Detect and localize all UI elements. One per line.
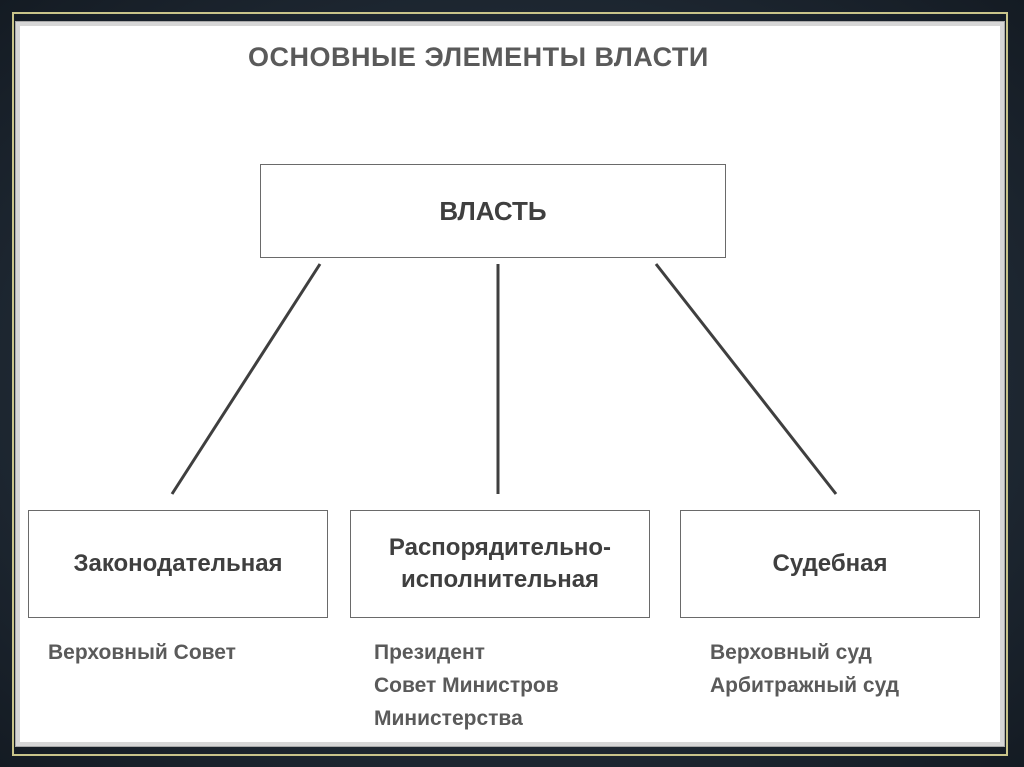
list-item: Совет Министров: [374, 674, 559, 697]
judicial-bodies-list: Верховный суд Арбитражный суд: [710, 636, 899, 702]
executive-bodies-list: Президент Совет Министров Министерства: [374, 636, 559, 735]
list-item: Президент: [374, 641, 485, 664]
slide-outer-border: [12, 12, 1008, 756]
root-node-label: ВЛАСТЬ: [439, 195, 547, 226]
root-node-power: ВЛАСТЬ: [260, 164, 726, 258]
list-item: Верховный суд: [710, 641, 872, 664]
node-judicial: Судебная: [680, 510, 980, 618]
slide: ОСНОВНЫЕ ЭЛЕМЕНТЫ ВЛАСТИ ВЛАСТЬ Законода…: [20, 26, 1000, 742]
node-executive-label: Распорядительно- исполнительная: [388, 534, 612, 593]
node-judicial-label: Судебная: [772, 550, 888, 577]
list-item: Министерства: [374, 707, 523, 730]
diagram-title: ОСНОВНЫЕ ЭЛЕМЕНТЫ ВЛАСТИ: [248, 42, 709, 72]
connector-lines: [170, 263, 838, 495]
legislative-bodies-list: Верховный Совет: [48, 636, 236, 669]
connector-left: [170, 263, 322, 495]
node-executive: Распорядительно- исполнительная: [350, 510, 650, 618]
node-legislative-label: Законодательная: [73, 550, 283, 577]
connector-right: [654, 263, 838, 495]
node-legislative: Законодательная: [28, 510, 328, 618]
list-item: Арбитражный суд: [710, 674, 900, 697]
list-item: Верховный Совет: [48, 641, 236, 664]
